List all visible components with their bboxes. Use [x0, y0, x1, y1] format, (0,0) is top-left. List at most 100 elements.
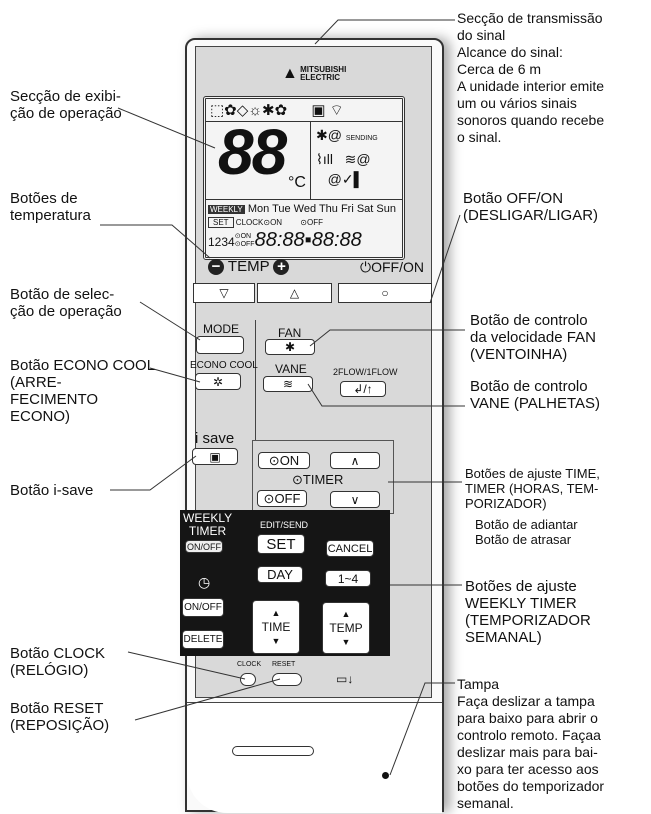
offon-label: ⏻OFF/ON [360, 259, 424, 275]
mode-button[interactable] [196, 336, 244, 354]
temp-down-button[interactable]: ▽ [193, 283, 255, 303]
lcd-divider-v [310, 121, 311, 199]
time-button[interactable]: ▲TIME▼ [252, 600, 300, 654]
timer-on-button[interactable]: ⊙ON [258, 452, 310, 469]
timer-caption: ⊙TIMER [292, 472, 344, 487]
clock-button[interactable] [240, 673, 256, 686]
set-badge: SET [208, 217, 234, 228]
fan-button[interactable]: ✱ [265, 339, 315, 355]
timer-on-label: ⊙ON [268, 452, 300, 468]
temp-up-button[interactable]: △ [257, 283, 332, 303]
reset-caption: RESET [272, 661, 296, 668]
label-reset-button: Botão RESET (REPOSIÇÃO) [10, 700, 110, 734]
minus-icon: − [208, 259, 224, 275]
label-display: Secção de exibi- ção de operação [10, 88, 122, 122]
cancel-label: CANCEL [327, 542, 373, 555]
time-label: TIME [261, 620, 291, 634]
day-list: Mon Tue Wed Thu Fri Sat Sun [247, 203, 396, 215]
delete-label: DELETE [183, 634, 223, 645]
label-econo-button: Botão ECONO COOL (ARRE- FECIMENTO ECONO) [10, 357, 156, 425]
econo-cool-caption: ECONO COOL [190, 360, 258, 371]
temp-row: − TEMP + [208, 258, 290, 275]
program-range-button[interactable]: 1~4 [325, 570, 371, 587]
leader-reset [134, 678, 281, 721]
flow-button[interactable]: ↲/↑ [340, 381, 386, 397]
clock-caption: CLOCK [237, 661, 262, 668]
weekly-onoff-2-button[interactable]: ON/OFF [182, 598, 224, 617]
timer-off-label: ⊙OFF [263, 490, 301, 506]
power-icon: ○ [381, 286, 389, 300]
sending-label: SENDING [345, 135, 378, 142]
fan-vane-icons: ✱@ SENDING⌇ıll ≋@ @✓▌ [316, 127, 378, 187]
on-off-ind: ⊙ON ⊙OFF [234, 233, 255, 248]
cover-dot [382, 772, 389, 779]
lcd-unit: °C [288, 174, 306, 191]
day-label: DAY [267, 567, 293, 582]
fan-caption: FAN [278, 326, 302, 340]
vane-icon: ≋ [282, 377, 294, 391]
battery-icon: ▭↓ [336, 672, 354, 686]
edit-send-caption: EDIT/SEND [260, 520, 309, 530]
label-clock-button: Botão CLOCK (RELÓGIO) [10, 645, 106, 679]
lcd-time-row: 1234⊙ON ⊙OFF88:88▪88:88 [208, 229, 362, 251]
leader-econo [149, 367, 201, 383]
econo-cool-icon: ✲ [212, 374, 224, 389]
label-temp-buttons: Botões de temperatura [10, 190, 91, 224]
plus-icon: + [273, 259, 290, 275]
delete-button[interactable]: DELETE [182, 630, 224, 649]
leader-display [117, 107, 216, 149]
label-timer-buttons: Botões de ajuste TIME, TIMER (HORAS, TEM… [465, 466, 600, 511]
clock-icon: ◷ [198, 574, 211, 590]
timer-off-button[interactable]: ⊙OFF [257, 490, 307, 507]
weekly-temp-button[interactable]: ▲ TEMP ▼ [322, 602, 370, 654]
leader-transmission [314, 19, 455, 45]
vane-button[interactable]: ≋ [263, 376, 313, 392]
reset-button[interactable] [272, 673, 302, 686]
up-triangle-icon: ▲ [271, 608, 281, 618]
label-advance-delay: Botão de adiantar Botão de atrasar [475, 517, 578, 547]
cancel-button[interactable]: CANCEL [326, 540, 374, 557]
up-triangle-icon: ▲ [341, 609, 351, 619]
weekly-onoff-button[interactable]: ON/OFF [185, 540, 223, 553]
down-triangle-icon: ▼ [341, 637, 351, 647]
econo-cool-button[interactable]: ✲ [195, 373, 241, 390]
label-offon-button: Botão OFF/ON (DESLIGAR/LIGAR) [463, 190, 599, 224]
timer-up-button[interactable]: ∧ [330, 452, 380, 469]
flow-icon: ↲/↑ [353, 382, 373, 396]
set-button[interactable]: SET [257, 534, 305, 554]
label-weekly-buttons: Botões de ajuste WEEKLY TIMER (TEMPORIZA… [465, 578, 591, 646]
cover [187, 702, 442, 813]
label-transmission: Secção de transmissão do sinal Alcance d… [457, 10, 605, 145]
lcd-temperature: 88 [218, 116, 287, 188]
day-button[interactable]: DAY [257, 566, 303, 583]
offon-button[interactable]: ○ [338, 283, 432, 303]
leader-mode [139, 301, 201, 341]
down-arrow-icon: ▽ [219, 286, 229, 300]
time-2: 88:88 [311, 229, 362, 251]
clock-on: CLOCK⊙ON [235, 218, 283, 227]
flow-caption: 2FLOW/1FLOW [333, 367, 398, 377]
leader-cover [389, 682, 455, 776]
lcd-display: ⬚✿◇☼✱✿ ▣ ⌔ 88 °C ✱@ SENDING⌇ıll ≋@ @✓▌ W… [203, 96, 405, 260]
down-icon: ∨ [350, 492, 360, 507]
leader-clock [127, 651, 246, 680]
leader-offon [429, 214, 461, 304]
isave-caption: i save [195, 430, 235, 447]
timer-down-button[interactable]: ∨ [330, 491, 380, 508]
up-arrow-icon: △ [289, 286, 300, 300]
label-mode-button: Botão de selec- ção de operação [10, 286, 122, 320]
cover-slot [232, 746, 314, 756]
leader-vane [307, 383, 465, 407]
mode-caption: MODE [203, 322, 239, 336]
brand-logo: ▲ MITSUBISHI ELECTRIC [282, 65, 347, 82]
label-cover: Tampa Faça deslizar a tampa para baixo p… [457, 676, 605, 811]
up-icon: ∧ [350, 453, 360, 468]
temp-label: TEMP [329, 621, 363, 635]
lcd-set-row: SET CLOCK⊙ON ⊙OFF [208, 217, 323, 228]
isave-button[interactable]: ▣ [192, 448, 238, 465]
program-numbers: 1234 [208, 235, 235, 249]
weekly-timer-caption: WEEKLY TIMER [183, 511, 233, 538]
function-panel-divider [255, 320, 256, 440]
leader-fan [309, 329, 465, 347]
